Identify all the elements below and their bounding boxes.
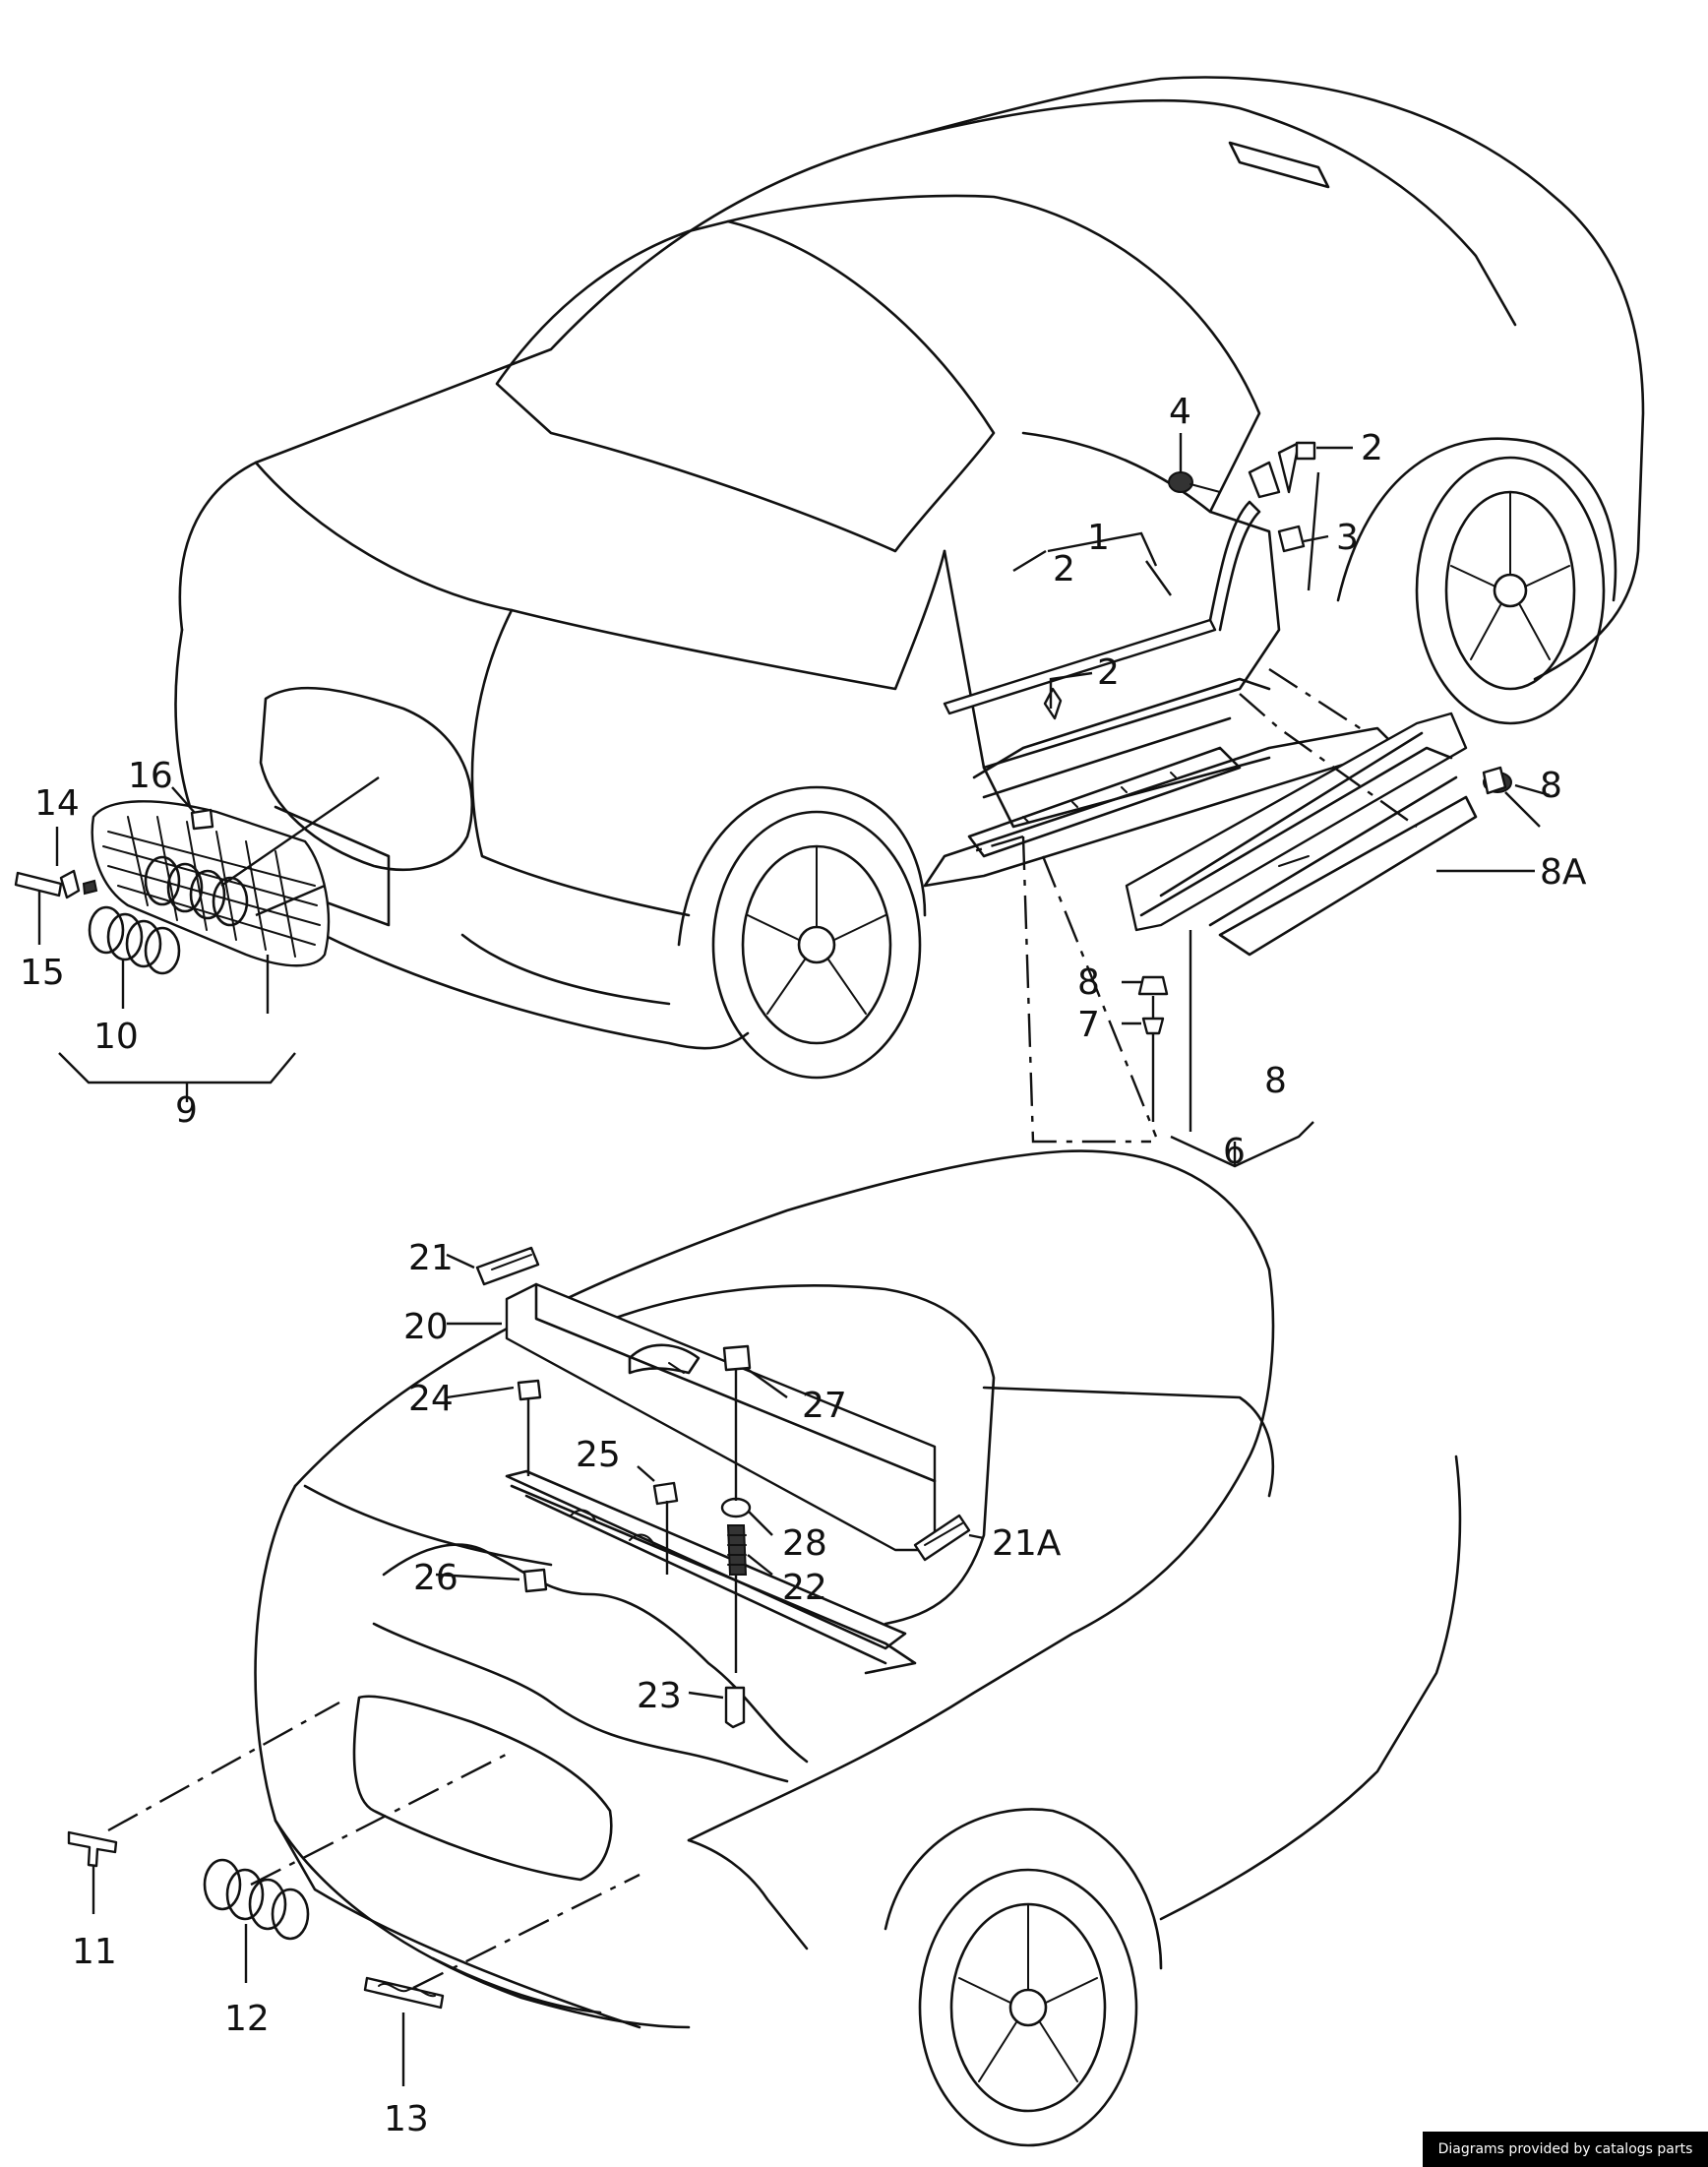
sill-trim-drawing bbox=[1125, 712, 1512, 1035]
callout-6: 6 bbox=[1223, 1132, 1246, 1172]
callout-21A: 21A bbox=[992, 1523, 1062, 1564]
callout-8-clip: 8 bbox=[1077, 962, 1100, 1003]
callout-20: 20 bbox=[403, 1307, 449, 1347]
callout-12: 12 bbox=[224, 1999, 270, 2039]
callout-7: 7 bbox=[1077, 1005, 1100, 1045]
callout-2-top: 2 bbox=[1361, 428, 1383, 468]
callout-8-right: 8 bbox=[1540, 766, 1562, 806]
callout-16: 16 bbox=[128, 756, 173, 796]
callout-10: 10 bbox=[93, 1017, 139, 1057]
callout-27: 27 bbox=[802, 1386, 847, 1426]
callout-1: 1 bbox=[1087, 518, 1110, 558]
callout-26: 26 bbox=[413, 1558, 458, 1598]
callout-28: 28 bbox=[782, 1523, 827, 1564]
leader-lines bbox=[37, 433, 1551, 2086]
callout-8-group: 8 bbox=[1264, 1061, 1287, 1101]
callout-23: 23 bbox=[637, 1676, 682, 1716]
rear-trim-drawing bbox=[67, 1246, 971, 2010]
callout-15: 15 bbox=[20, 953, 65, 993]
callout-2-sill: 2 bbox=[1097, 652, 1120, 693]
callout-3: 3 bbox=[1336, 518, 1359, 558]
callout-13: 13 bbox=[384, 2099, 429, 2139]
callout-25: 25 bbox=[576, 1435, 621, 1475]
callout-9: 9 bbox=[175, 1090, 198, 1131]
grille-drawing bbox=[14, 800, 331, 975]
callout-8A: 8A bbox=[1540, 852, 1587, 893]
callout-11: 11 bbox=[72, 1932, 117, 1972]
callout-14: 14 bbox=[34, 783, 80, 824]
callout-22: 22 bbox=[782, 1568, 827, 1608]
callout-2-left: 2 bbox=[1053, 549, 1075, 589]
callout-24: 24 bbox=[408, 1379, 454, 1419]
front-car-drawing bbox=[174, 76, 1645, 1080]
footer-credit: Diagrams provided by catalogs parts bbox=[1423, 2132, 1708, 2167]
callout-21: 21 bbox=[408, 1238, 454, 1278]
callout-4: 4 bbox=[1169, 392, 1191, 432]
callout-labels: 1 2 2 2 3 4 8 8A 8 7 8 6 16 14 15 10 9 2… bbox=[20, 392, 1587, 2139]
